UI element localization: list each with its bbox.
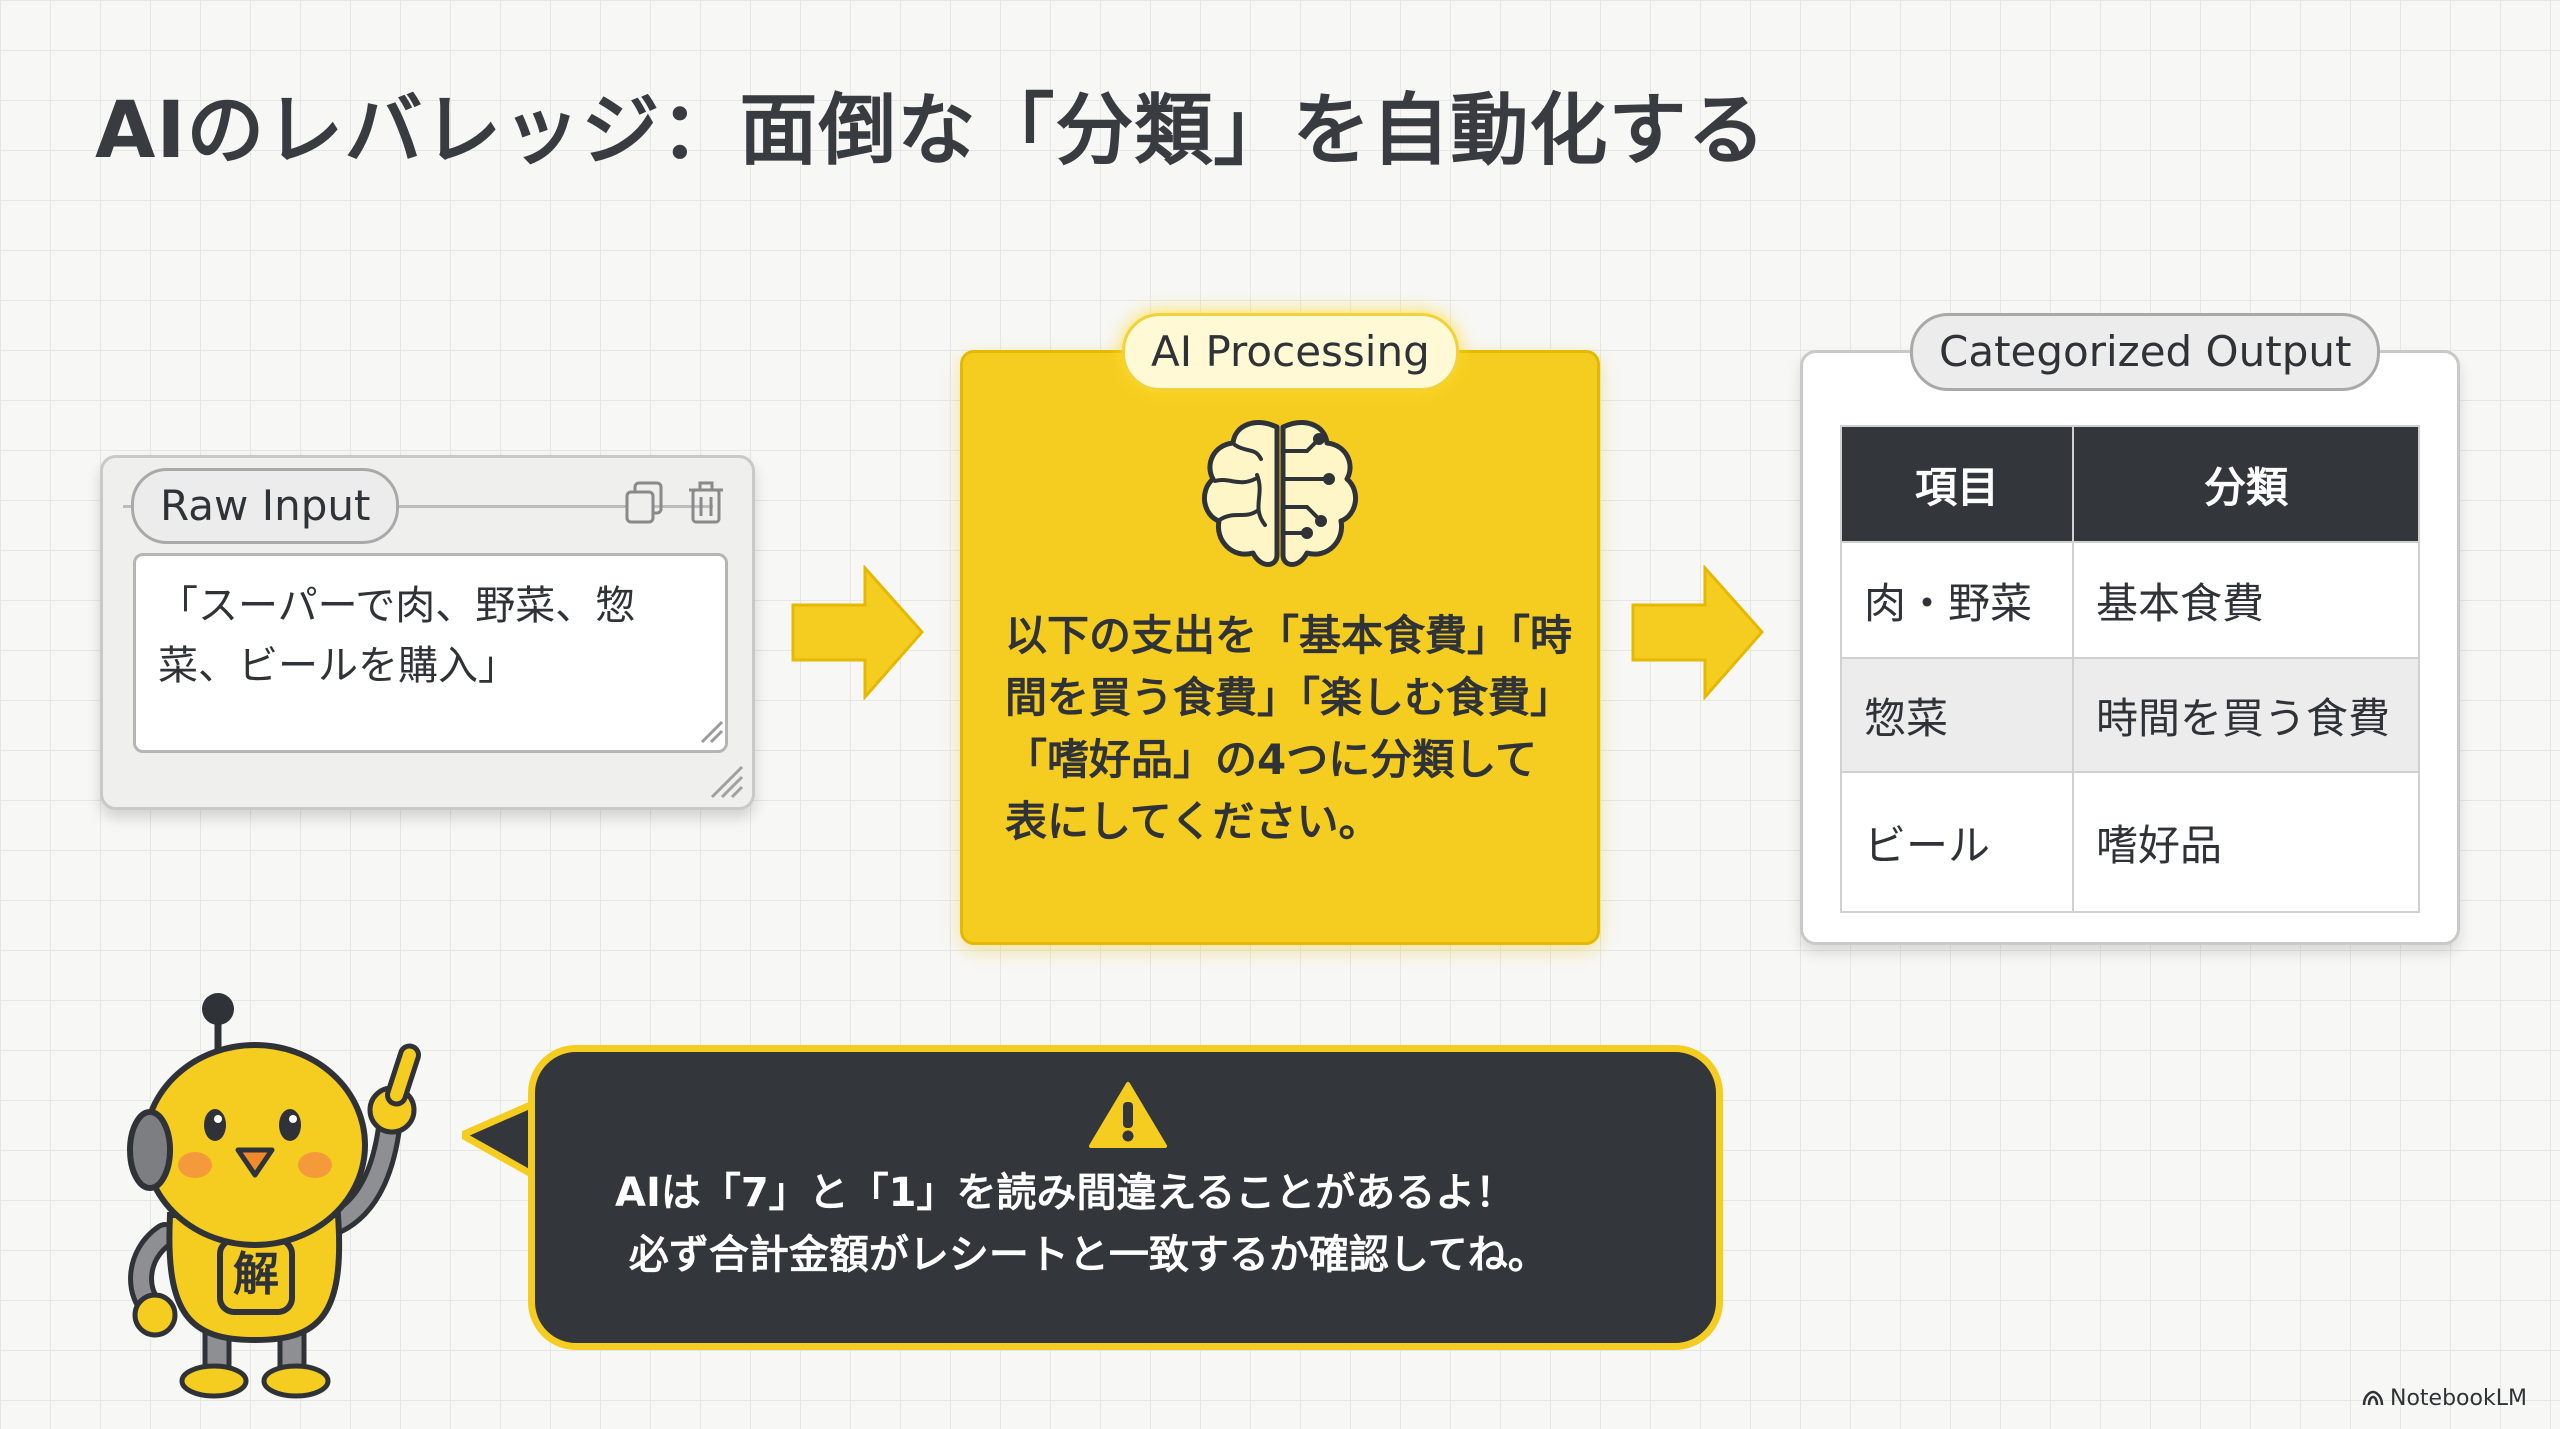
- table-row: ビール 嗜好品: [1840, 771, 2420, 913]
- table-cell: 嗜好品: [2072, 771, 2420, 913]
- table-cell: ビール: [1840, 771, 2074, 913]
- brand-footer: NotebookLM: [2362, 1386, 2527, 1411]
- categorized-output-tag: Categorized Output: [1910, 313, 2381, 391]
- page-title: AIのレバレッジ：面倒な「分類」を自動化する: [95, 86, 1767, 176]
- raw-input-textarea[interactable]: 「スーパーで肉、野菜、惣菜、ビールを購入」: [133, 553, 728, 753]
- brain-circuit-icon: [1202, 420, 1358, 567]
- table-cell: 肉・野菜: [1840, 541, 2074, 659]
- speech-bubble-tail-join: [535, 1100, 548, 1180]
- raw-input-panel: Raw Input 「スーパーで肉、野菜、惣菜、ビールを購入」: [100, 455, 755, 810]
- table-header-row: 項目 分類: [1840, 425, 2420, 543]
- table-row: 惣菜 時間を買う食費: [1840, 657, 2420, 773]
- column-header-item: 項目: [1840, 425, 2074, 543]
- raw-input-text: 「スーパーで肉、野菜、惣菜、ビールを購入」: [158, 583, 636, 689]
- robot-chick-mascot: 解: [127, 993, 421, 1399]
- trash-icon[interactable]: [686, 480, 726, 526]
- output-table: 項目 分類 肉・野菜 基本食費 惣菜 時間を買う食費 ビール 嗜好品: [1840, 425, 2420, 913]
- column-header-category: 分類: [2072, 425, 2420, 543]
- panel-resize-grip-icon[interactable]: [708, 763, 744, 799]
- table-cell: 時間を買う食費: [2072, 657, 2420, 773]
- notebooklm-logo-icon: [2362, 1390, 2384, 1406]
- table-cell: 惣菜: [1840, 657, 2074, 773]
- warning-icon: [1089, 1082, 1167, 1148]
- resize-grip-icon[interactable]: [696, 716, 724, 744]
- warning-text: AIは「7」と「1」を読み間違えることがあるよ！ 必ず合計金額がレシートと一致す…: [615, 1170, 1548, 1278]
- arrow-right-icon: [1631, 565, 1765, 700]
- brand-label: NotebookLM: [2390, 1386, 2527, 1411]
- ai-processing-tag: AI Processing: [1122, 313, 1459, 391]
- table-row: 肉・野菜 基本食費: [1840, 541, 2420, 659]
- table-cell: 基本食費: [2072, 541, 2420, 659]
- panel-header-divider: [123, 505, 713, 508]
- ai-processing-panel: [960, 350, 1600, 945]
- ai-prompt-text: 以下の支出を「基本食費」「時間を買う食費」「楽しむ食費」「嗜好品」の4つに分類し…: [1005, 611, 1573, 846]
- copy-icon[interactable]: [623, 480, 667, 526]
- arrow-right-icon: [791, 565, 925, 700]
- raw-input-tag: Raw Input: [131, 468, 400, 544]
- mascot-badge-text: 解: [233, 1247, 279, 1301]
